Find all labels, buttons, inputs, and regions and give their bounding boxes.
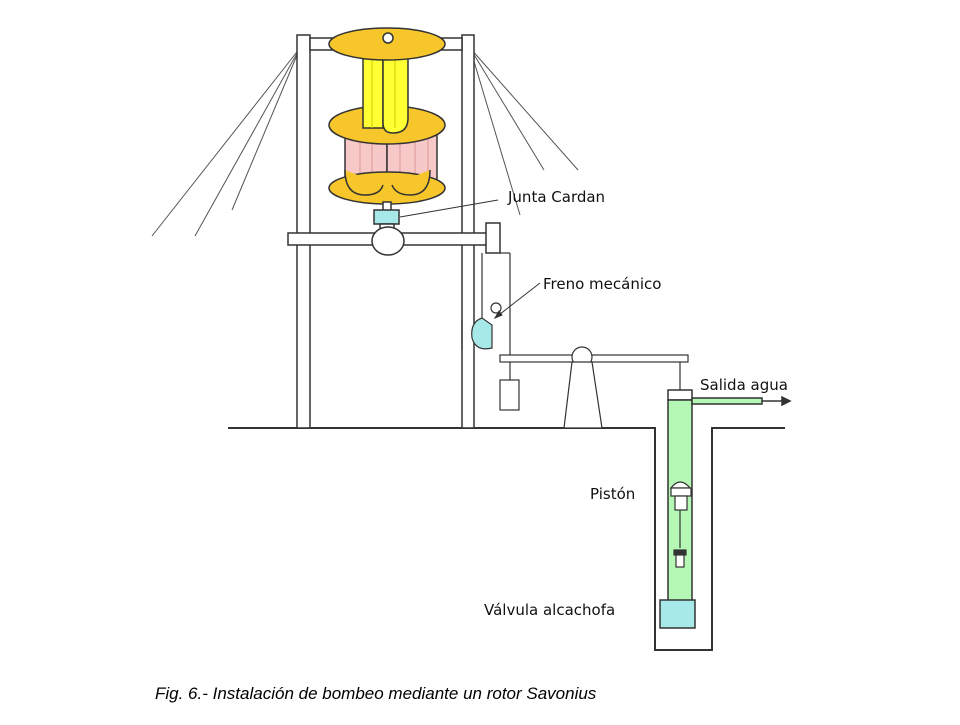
blade-curl-right — [391, 169, 431, 196]
guy-wires — [151, 47, 579, 237]
counterweight — [499, 379, 520, 411]
gearbox-hub — [371, 226, 405, 256]
label-junta-cardan: Junta Cardan — [507, 188, 605, 206]
top-disc — [328, 27, 446, 61]
shaft-tip — [382, 32, 394, 44]
foot-valve — [659, 599, 696, 629]
blade-curl-left — [344, 169, 384, 196]
label-piston: Pistón — [590, 485, 635, 503]
leader-lines — [399, 199, 541, 320]
piston — [669, 481, 692, 548]
label-freno-mecanico: Freno mecánico — [543, 275, 661, 293]
check-valve — [673, 549, 687, 568]
label-valvula-alcachofa: Válvula alcachofa — [484, 601, 615, 619]
savonius-rotor — [328, 27, 446, 205]
outlet-arrow — [762, 395, 792, 407]
walking-beam — [499, 346, 689, 429]
upper-blades — [362, 49, 409, 134]
cardan-joint — [373, 209, 400, 225]
label-salida-agua: Salida agua — [700, 376, 788, 394]
pump-well — [667, 362, 763, 621]
figure-caption: Fig. 6.- Instalación de bombeo mediante … — [155, 684, 597, 703]
